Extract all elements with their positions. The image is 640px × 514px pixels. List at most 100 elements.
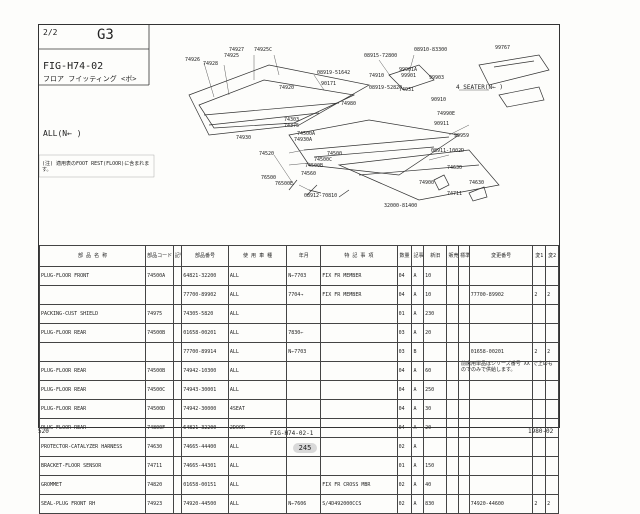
table-cell bbox=[446, 399, 460, 419]
table-cell bbox=[172, 494, 183, 514]
table-cell: 03 bbox=[396, 342, 413, 362]
table-cell: A bbox=[411, 399, 425, 419]
table-cell: A bbox=[411, 380, 425, 400]
table-cell bbox=[172, 266, 183, 286]
table-cell: PACKING-CUST SHIELD bbox=[38, 304, 147, 324]
table-cell bbox=[458, 475, 470, 495]
table-cell bbox=[172, 285, 183, 305]
callout-label: 74630 bbox=[469, 180, 485, 186]
table-cell bbox=[458, 380, 470, 400]
table-cell bbox=[532, 437, 547, 457]
table-cell bbox=[286, 361, 322, 381]
callout-label: 90911 bbox=[434, 121, 450, 127]
diagram-note: (注) 適用表のFOOT REST(FLOOR)に含まれます。 bbox=[42, 161, 150, 173]
table-cell: 74923 bbox=[145, 494, 174, 514]
table-cell: ALL bbox=[227, 475, 288, 495]
col-header: 部品コード bbox=[145, 245, 174, 267]
col-header: 変更番号 bbox=[468, 245, 534, 267]
table-cell: 30 bbox=[423, 399, 448, 419]
table-cell: 2 bbox=[545, 342, 559, 362]
callout-label: 74930A bbox=[294, 137, 313, 143]
callout-label: 74927 bbox=[229, 47, 245, 53]
col-header: 部 品 名 称 bbox=[38, 245, 147, 267]
table-cell bbox=[172, 380, 183, 400]
table-cell bbox=[532, 399, 547, 419]
condition: ALL(N← ) bbox=[43, 129, 82, 138]
table-cell bbox=[172, 418, 183, 438]
col-header: 標準付属 bbox=[458, 245, 470, 267]
table-cell: 2 bbox=[532, 494, 547, 514]
callout-label: 74500B bbox=[305, 163, 324, 169]
table-cell: A bbox=[411, 494, 425, 514]
table-cell: 77700-89902 bbox=[181, 285, 229, 305]
table-cell bbox=[545, 266, 559, 286]
table-cell bbox=[468, 437, 534, 457]
table-cell: PLUG-FLOOR REAR bbox=[38, 361, 147, 381]
table-cell: A bbox=[411, 475, 425, 495]
table-cell bbox=[545, 380, 559, 400]
table-cell: ALL bbox=[227, 342, 288, 362]
table-cell: ALL bbox=[227, 494, 288, 514]
table-cell bbox=[458, 418, 470, 438]
col-header: 新旧 bbox=[423, 245, 448, 267]
callout-label: 74375 bbox=[284, 123, 300, 129]
callout-label: 74926 bbox=[185, 57, 201, 63]
table-cell: 74500D bbox=[145, 399, 174, 419]
table-header: 部 品 名 称 部品コード 記号 部品番号 使 用 車 種 年月 特 記 事 項… bbox=[38, 245, 559, 267]
table-cell: A bbox=[411, 456, 425, 476]
table-cell: S/4D492000CCS bbox=[320, 494, 398, 514]
table-cell bbox=[286, 456, 322, 476]
table-cell bbox=[545, 304, 559, 324]
table-cell: 74920-44500 bbox=[181, 494, 229, 514]
table-cell bbox=[468, 475, 534, 495]
table-cell: 230 bbox=[423, 304, 448, 324]
callout-label: 74303 bbox=[284, 117, 300, 123]
footer-left: 520 bbox=[38, 428, 49, 435]
table-cell bbox=[458, 361, 470, 381]
table-cell bbox=[172, 342, 183, 362]
table-cell: N←7606 bbox=[286, 494, 322, 514]
table-cell: 74665-44301 bbox=[181, 456, 229, 476]
table-cell: 74975 bbox=[145, 304, 174, 324]
table-cell: 74500A bbox=[145, 266, 174, 286]
table-cell: 74630 bbox=[145, 437, 174, 457]
table-cell: 74942-30000 bbox=[181, 399, 229, 419]
col-header: 記事 bbox=[411, 245, 425, 267]
table-cell bbox=[446, 494, 460, 514]
page-number: 245 bbox=[293, 443, 317, 453]
table-cell bbox=[545, 361, 559, 381]
table-cell: 74500B bbox=[145, 323, 174, 343]
callout-label: 74928 bbox=[203, 61, 219, 67]
table-cell bbox=[458, 456, 470, 476]
col-header: 特 記 事 項 bbox=[320, 245, 398, 267]
table-cell: 74943-30001 bbox=[181, 380, 229, 400]
table-cell bbox=[172, 437, 183, 457]
table-cell bbox=[446, 437, 460, 457]
callout-label: 76500 bbox=[261, 175, 277, 181]
table-cell: 74500B bbox=[145, 361, 174, 381]
table-cell: 64821-32200 bbox=[181, 418, 229, 438]
table-cell bbox=[320, 323, 398, 343]
table-cell bbox=[286, 304, 322, 324]
table-cell: 74820 bbox=[145, 475, 174, 495]
table-cell bbox=[545, 399, 559, 419]
table-cell bbox=[446, 285, 460, 305]
callout-label: 08911-1002D bbox=[431, 148, 465, 154]
table-cell: FIX FR MEMBER bbox=[320, 266, 398, 286]
col-header: 使 用 車 種 bbox=[227, 245, 288, 267]
table-cell: 2 bbox=[532, 285, 547, 305]
col-header: 年月 bbox=[286, 245, 322, 267]
table-cell bbox=[286, 380, 322, 400]
callout-label: 32000-81400 bbox=[384, 203, 418, 209]
table-cell: 77700-89902 bbox=[468, 285, 534, 305]
table-cell: BRACKET-FLOOR SENSOR bbox=[38, 456, 147, 476]
table-cell bbox=[320, 342, 398, 362]
table-cell: 7704→ bbox=[286, 285, 322, 305]
table-cell bbox=[532, 266, 547, 286]
table-cell: 2 bbox=[532, 342, 547, 362]
table-cell bbox=[446, 304, 460, 324]
